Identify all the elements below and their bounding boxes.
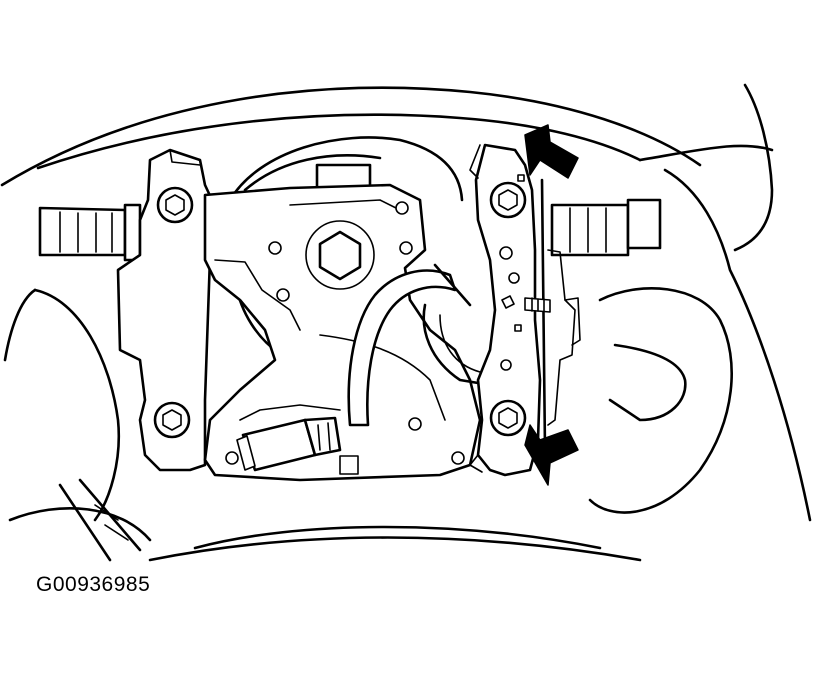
- left-bolts: [153, 186, 194, 439]
- right-spoke-opening: [588, 287, 733, 514]
- left-switch-stalk: [38, 203, 142, 262]
- wire-connector: [236, 416, 342, 472]
- arrow-upper: [524, 124, 579, 179]
- hex-nut: [305, 220, 375, 290]
- wire-harness: [347, 263, 492, 427]
- steering-wheel-rim: [0, 83, 812, 562]
- steering-plate: [203, 183, 482, 482]
- mounting-holes: [225, 201, 465, 465]
- bracket-details: [499, 174, 551, 371]
- left-mounting-bracket: [116, 148, 214, 472]
- arrow-lower: [524, 424, 579, 486]
- left-spoke-opening: [3, 288, 121, 522]
- right-switch-stalk: [550, 198, 662, 257]
- figure-caption: G00936985: [36, 573, 151, 596]
- right-mounting-bracket: [469, 143, 581, 477]
- right-bolts: [489, 181, 527, 437]
